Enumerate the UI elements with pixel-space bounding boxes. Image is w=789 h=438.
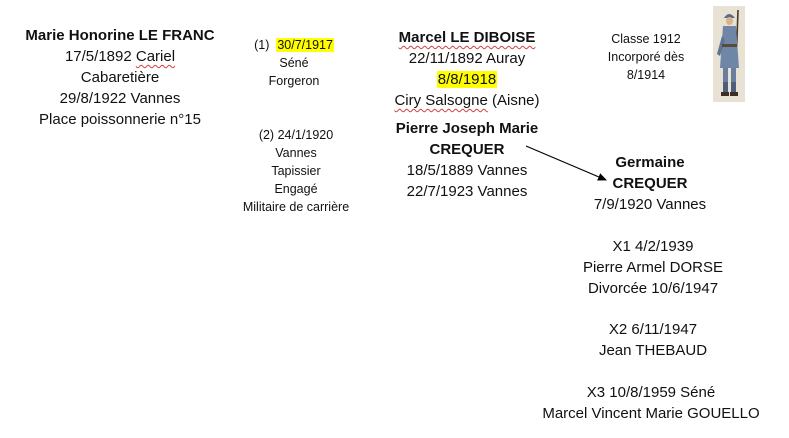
classe-block: Classe 1912 Incorporé dès 8/1914	[588, 30, 704, 84]
marie-name: Marie Honorine LE FRANC	[25, 27, 215, 44]
marriage1-place: Séné	[279, 56, 309, 70]
germaine-birth: 7/9/1920 Vannes	[593, 196, 707, 213]
marcel-death-date: 8/8/1918	[436, 71, 498, 88]
germaine-marriage1: X1 4/2/1939 Pierre Armel DORSE Divorcée …	[540, 236, 766, 299]
marcel-name: Marcel LE DIBOISE	[372, 27, 562, 48]
soldier-image	[713, 6, 745, 102]
marriage1-occupation: Forgeron	[268, 74, 320, 88]
pierre-death: 22/7/1923 Vannes	[406, 183, 528, 200]
germaine-m3-date: X3 10/8/1959 Séné	[586, 384, 716, 401]
marcel-block: Marcel LE DIBOISE 22/11/1892 Auray 8/8/1…	[372, 27, 562, 111]
germaine-m2-spouse: Jean THEBAUD	[598, 342, 708, 359]
marriage1-line: (1) 30/7/1917	[238, 36, 350, 54]
marriage1-block: (1) 30/7/1917 Séné Forgeron	[238, 36, 350, 90]
marriage2-status: Engagé	[274, 182, 318, 196]
germaine-m3-spouse: Marcel Vincent Marie GOUELLO	[542, 405, 760, 422]
marie-birth: 17/5/1892 Cariel	[8, 46, 232, 67]
marriage2-place: Vannes	[275, 146, 317, 160]
marie-block: Marie Honorine LE FRANC 17/5/1892 Cariel…	[8, 25, 232, 130]
classe-line2: Incorporé dès	[607, 50, 685, 64]
marriage1-label: (1)	[254, 38, 270, 52]
germaine-m1-note: Divorcée 10/6/1947	[587, 280, 719, 297]
marcel-name-text: Marcel LE DIBOISE	[398, 29, 536, 46]
marie-death: 29/8/1922 Vannes	[59, 90, 181, 107]
germaine-m1-date: X1 4/2/1939	[612, 238, 694, 255]
marie-address: Place poissonnerie n°15	[39, 111, 201, 128]
classe-line3: 8/1914	[626, 68, 666, 82]
germaine-m2-date: X2 6/11/1947	[608, 321, 698, 338]
pierre-name-line1: Pierre Joseph Marie	[395, 120, 539, 137]
marie-birth-place: Cariel	[135, 48, 176, 65]
germaine-m1-spouse: Pierre Armel DORSE	[582, 259, 724, 276]
marie-birth-date: 17/5/1892	[64, 48, 132, 65]
pierre-block: Pierre Joseph Marie CREQUER 18/5/1889 Va…	[372, 118, 562, 202]
marriage2-career: Militaire de carrière	[242, 200, 350, 214]
marcel-death-place: Ciry Salsogne (Aisne)	[372, 90, 562, 111]
marcel-death-place-a: Ciry Salsogne	[394, 92, 488, 109]
marcel-birth: 22/11/1892 Auray	[408, 50, 526, 67]
marcel-death-line: 8/8/1918	[372, 69, 562, 90]
germaine-name-line2: CREQUER	[612, 175, 688, 192]
marie-occupation: Cabaretière	[80, 69, 160, 86]
germaine-marriage3: X3 10/8/1959 Séné Marcel Vincent Marie G…	[516, 382, 786, 424]
classe-line1: Classe 1912	[611, 32, 681, 46]
pierre-birth: 18/5/1889 Vannes	[406, 162, 528, 179]
marriage2-occupation: Tapissier	[271, 164, 321, 178]
marriage1-date: 30/7/1917	[276, 38, 334, 52]
germaine-marriage2: X2 6/11/1947 Jean THEBAUD	[540, 319, 766, 361]
marriage2-block: (2) 24/1/1920 Vannes Tapissier Engagé Mi…	[226, 126, 366, 216]
germaine-name-line1: Germaine	[615, 154, 685, 171]
marriage2-date: (2) 24/1/1920	[258, 128, 334, 142]
germaine-block: Germaine CREQUER 7/9/1920 Vannes	[560, 152, 740, 215]
marcel-death-place-b: (Aisne)	[487, 92, 540, 109]
pierre-name-line2: CREQUER	[429, 141, 505, 158]
